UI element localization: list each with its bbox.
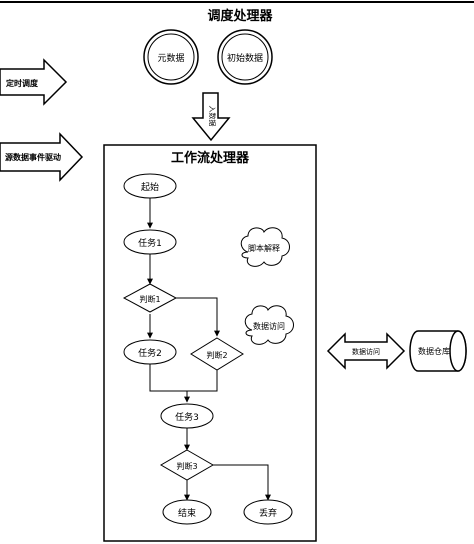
data-warehouse-cylinder: 数据仓库: [409, 330, 467, 372]
task1-node: 任务1: [123, 229, 177, 255]
script-interpret-cloud: 脚本解释: [240, 227, 290, 267]
judge3-node: 判断3: [159, 449, 215, 481]
input-data-label: 入数据: [208, 106, 217, 127]
workflow-title: 工作流处理器: [171, 150, 250, 166]
start-node: 起始: [123, 173, 177, 199]
event-driven-arrow: 源数据事件驱动: [0, 132, 84, 182]
metadata-label: 元数据: [157, 52, 184, 64]
judge3-label: 判断3: [176, 461, 197, 471]
initial-data-circle: 初始数据: [217, 29, 273, 85]
event-driven-label: 源数据事件驱动: [5, 152, 61, 162]
timed-dispatch-arrow: 定时调度: [0, 58, 68, 106]
task3-node: 任务3: [160, 403, 214, 429]
data-access-cloud-label: 数据访问: [253, 321, 285, 331]
end-label: 结束: [178, 507, 196, 519]
timed-dispatch-label: 定时调度: [5, 78, 39, 88]
end-node: 结束: [162, 499, 212, 525]
data-warehouse-label: 数据仓库: [418, 346, 450, 356]
metadata-circle: 元数据: [143, 29, 199, 85]
data-access-arrow-label: 数据访问: [352, 347, 380, 356]
judge1-label: 判断1: [139, 294, 160, 304]
judge2-label: 判断2: [206, 350, 227, 360]
start-label: 起始: [141, 181, 159, 193]
task1-label: 任务1: [138, 237, 162, 249]
data-access-double-arrow: 数据访问: [326, 332, 406, 370]
task2-node: 任务2: [123, 339, 177, 365]
judge1-node: 判断1: [122, 283, 178, 313]
task2-label: 任务2: [138, 347, 162, 359]
dispatcher-title: 调度处理器: [207, 8, 273, 24]
discard-label: 丢弃: [259, 507, 277, 519]
flow-connectors: [147, 198, 271, 501]
data-access-cloud: 数据访问: [244, 305, 294, 345]
discard-node: 丢弃: [243, 499, 293, 525]
judge2-node: 判断2: [190, 337, 244, 371]
script-interpret-label: 脚本解释: [248, 243, 280, 253]
task3-label: 任务3: [175, 411, 199, 423]
input-data-arrow: 入数据: [191, 92, 231, 142]
initial-data-label: 初始数据: [227, 52, 263, 64]
